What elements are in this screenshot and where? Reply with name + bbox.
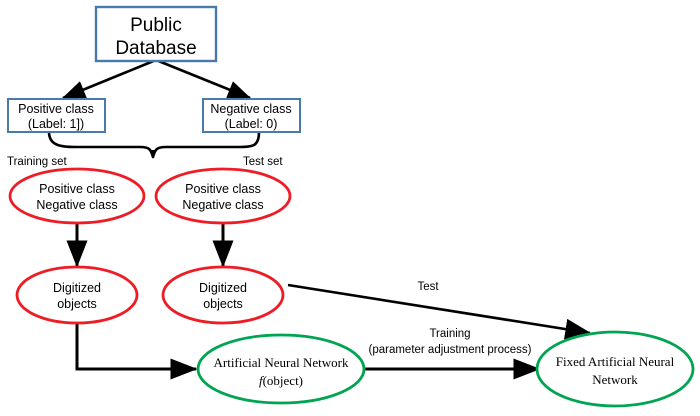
edge-digitized-to-ann — [75, 322, 198, 380]
ann-line2: f(object) — [259, 373, 303, 388]
node-test-set-ellipse[interactable]: Positive class Negative class — [154, 167, 292, 225]
node-training-digitized-objects[interactable]: Digitized objects — [15, 265, 139, 325]
training-edge-label-line2: (parameter adjustment process) — [369, 344, 532, 356]
training-set-label: Training set — [7, 156, 67, 168]
node-training-set-ellipse[interactable]: Positive class Negative class — [8, 167, 146, 225]
test-edge-label: Test — [417, 281, 439, 293]
training-set-ellipse-line2: Negative class — [36, 198, 117, 212]
test-digitized-line2: objects — [203, 297, 243, 311]
edge-database-to-negative — [155, 58, 252, 100]
public-database-line1: Public — [130, 15, 182, 36]
brace-connector — [47, 130, 261, 159]
edge-database-to-positive — [61, 58, 157, 100]
training-digitized-line2: objects — [57, 297, 97, 311]
positive-class-box-line1: Positive class — [18, 102, 94, 116]
negative-class-box-line2: (Label: 0) — [225, 117, 278, 131]
public-database-line2: Database — [115, 38, 196, 59]
positive-class-box-line2: (Label: 1]) — [28, 117, 84, 131]
training-digitized-line1: Digitized — [53, 281, 101, 295]
ann-function-symbol: f — [259, 373, 265, 388]
ann-function-arg: (object) — [263, 373, 303, 388]
test-set-ellipse-line2: Negative class — [182, 198, 263, 212]
node-artificial-neural-network[interactable]: Artificial Neural Network f(object) — [196, 333, 366, 405]
training-edge-label-line1: Training — [429, 328, 470, 340]
node-test-digitized-objects[interactable]: Digitized objects — [161, 265, 285, 325]
test-set-label: Test set — [243, 156, 283, 168]
test-digitized-line1: Digitized — [199, 281, 247, 295]
node-negative-class-box[interactable]: Negative class (Label: 0) — [202, 98, 301, 133]
training-set-ellipse-line1: Positive class — [39, 182, 115, 196]
edge-test-to-fixed-ann — [287, 283, 592, 340]
node-positive-class-box[interactable]: Positive class (Label: 1]) — [7, 98, 106, 133]
test-set-ellipse-line1: Positive class — [185, 182, 261, 196]
ann-line1: Artificial Neural Network — [213, 355, 349, 370]
node-fixed-artificial-neural-network[interactable]: Fixed Artificial Neural Network — [535, 330, 695, 408]
node-public-database[interactable]: Public Database — [94, 5, 218, 63]
fixed-ann-line2: Network — [592, 372, 638, 387]
negative-class-box-line1: Negative class — [210, 102, 291, 116]
fixed-ann-line1: Fixed Artificial Neural — [556, 354, 675, 369]
